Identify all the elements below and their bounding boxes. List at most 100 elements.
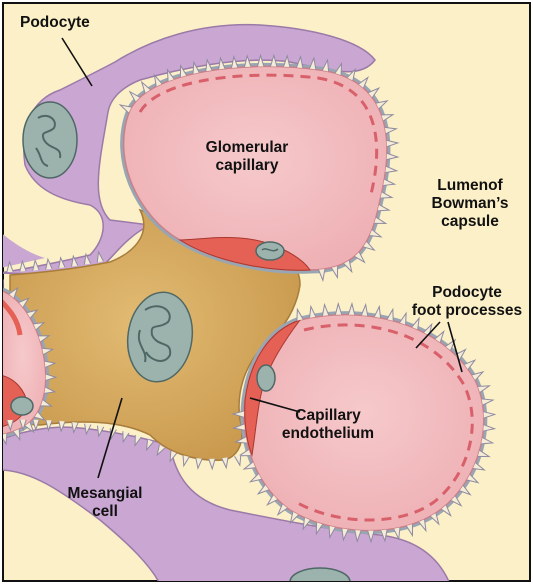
foot-process — [266, 494, 278, 507]
foot-process — [128, 90, 141, 103]
foot-process — [384, 126, 399, 135]
glomerular-capillary-left — [3, 290, 47, 436]
foot-process — [471, 370, 485, 381]
foot-process — [33, 322, 46, 331]
foot-process — [32, 419, 40, 432]
foot-process — [18, 297, 30, 308]
foot-process — [386, 152, 400, 161]
podocyte-nucleus — [22, 101, 78, 179]
foot-process — [385, 165, 399, 174]
podocyte-foot-processes — [3, 53, 497, 544]
label-glomerular-line1: Glomerular — [205, 139, 289, 156]
label-lumen-line1: Lumenof — [437, 177, 503, 194]
foot-process — [169, 450, 178, 463]
foot-process — [182, 455, 190, 468]
foot-process — [308, 56, 317, 70]
foot-process — [96, 425, 105, 438]
foot-process — [318, 268, 326, 283]
label-endothelium-line1: Capillary — [295, 407, 361, 424]
foot-process — [377, 204, 391, 212]
label-glomerular-capillary: Glomerular capillary — [192, 139, 302, 175]
foot-process — [386, 307, 394, 321]
foot-process — [45, 373, 58, 381]
foot-process — [373, 304, 382, 318]
foot-process — [3, 279, 4, 292]
podocyte-cell-body — [3, 23, 450, 581]
foot-process — [477, 449, 491, 458]
foot-process — [231, 423, 246, 431]
foot-process — [71, 421, 79, 434]
foot-process — [242, 461, 256, 470]
foot-process — [464, 359, 477, 370]
foot-process — [179, 63, 188, 78]
foot-process — [83, 252, 92, 265]
foot-process — [153, 73, 163, 87]
foot-process — [295, 54, 304, 69]
foot-process — [343, 260, 353, 274]
foot-process — [363, 241, 376, 252]
glomerular-capillary-top — [122, 65, 388, 271]
foot-process — [283, 54, 291, 68]
foot-process — [195, 457, 203, 470]
foot-process — [8, 286, 19, 299]
foot-process — [38, 335, 51, 343]
foot-process — [466, 474, 480, 484]
label-podocyte: Podocyte — [20, 14, 90, 31]
foot-process — [459, 485, 472, 496]
foot-process — [481, 437, 495, 445]
foot-process — [19, 259, 27, 272]
foot-process — [358, 76, 369, 89]
foot-process — [445, 338, 457, 351]
foot-process — [418, 519, 427, 533]
foot-process — [321, 58, 330, 72]
foot-process — [45, 419, 53, 432]
foot-process — [481, 398, 495, 406]
foot-process — [368, 87, 381, 98]
foot-process — [289, 511, 299, 525]
foot-process — [248, 473, 262, 483]
label-lumen-line2: Bowman’s — [431, 195, 509, 212]
foot-process — [483, 424, 497, 432]
foot-process — [218, 56, 226, 70]
foot-process — [434, 330, 445, 343]
foot-process — [354, 251, 366, 264]
foot-process — [411, 316, 420, 330]
foot-process — [405, 524, 414, 538]
foot-process — [380, 529, 388, 543]
foot-process — [221, 457, 229, 470]
foot-process — [45, 257, 53, 270]
foot-process — [383, 178, 397, 186]
foot-process — [156, 444, 166, 457]
foot-process — [380, 191, 394, 199]
label-capillary-endothelium: Capillary endothelium — [272, 407, 384, 443]
foot-process — [134, 434, 142, 448]
foot-process — [257, 53, 265, 67]
bottom-nucleus — [289, 567, 351, 581]
foot-process — [346, 67, 356, 81]
foot-process — [192, 60, 200, 74]
foot-process — [145, 439, 154, 452]
foot-process — [6, 260, 14, 273]
foot-process — [450, 495, 463, 507]
foot-process — [32, 258, 40, 271]
foot-process — [231, 54, 239, 69]
foot-process — [244, 54, 252, 68]
foot-process — [71, 254, 79, 267]
foot-process — [140, 80, 151, 94]
foot-process — [24, 421, 35, 434]
foot-process — [360, 302, 369, 317]
foot-process — [302, 517, 311, 531]
foot-process — [483, 411, 497, 419]
label-foot-line1: Podocyte — [432, 284, 502, 301]
label-glomerular-line2: capillary — [215, 157, 279, 174]
foot-process — [231, 410, 245, 418]
foot-process — [118, 104, 132, 114]
foot-process — [399, 311, 407, 325]
foot-process — [205, 58, 213, 72]
foot-process — [40, 399, 53, 407]
foot-process — [6, 419, 14, 432]
foot-process — [309, 304, 317, 318]
foot-process — [386, 139, 400, 148]
foot-process — [3, 433, 8, 446]
